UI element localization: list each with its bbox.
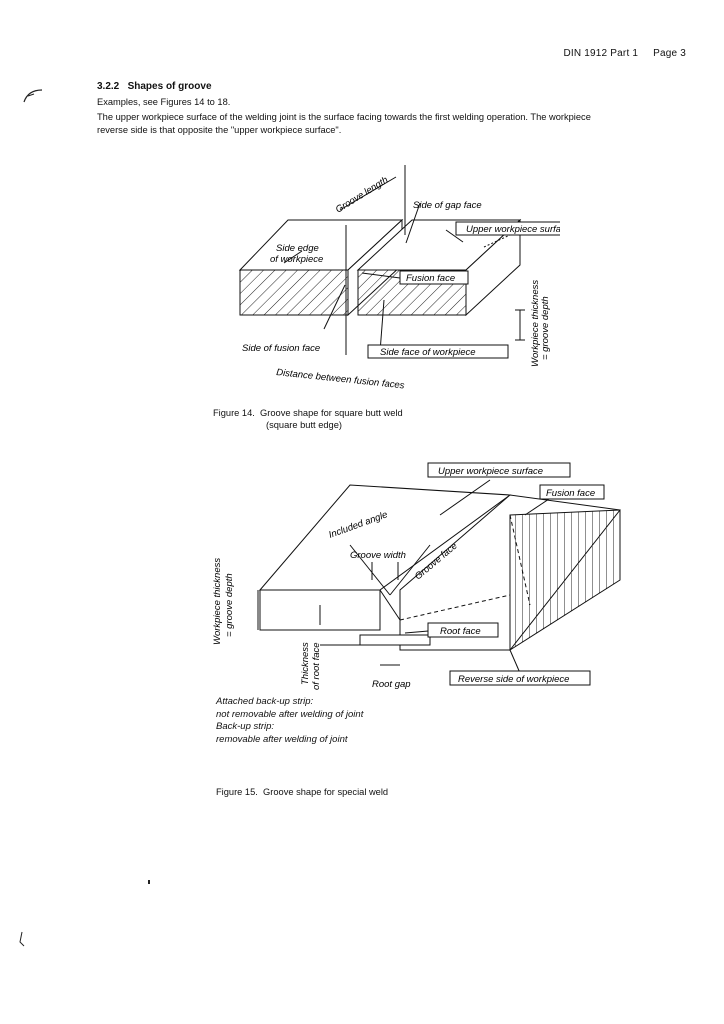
backup-note-line-1: Back-up strip:	[216, 721, 275, 732]
root-face-box	[427, 622, 499, 638]
figure-14-caption-line-1: Groove shape for square butt weld	[260, 408, 403, 418]
upper-surface-label-15: Upper workpiece surface	[438, 466, 543, 477]
stray-mark	[148, 880, 150, 884]
upper-surface-box-15	[427, 462, 571, 478]
figure-14-diagram: Groove length Side of gap face Upper wor…	[238, 165, 560, 391]
document-title: DIN 1912 Part 1	[563, 48, 639, 59]
section-title: Shapes of groove	[127, 81, 212, 92]
reverse-side-box	[449, 670, 591, 686]
examples-line: Examples, see Figures 14 to 18.	[97, 97, 231, 107]
upper-surface-box	[455, 221, 560, 236]
figure-15-caption-label: Figure 15.	[216, 787, 258, 797]
side-face-box	[367, 344, 509, 359]
backup-note-line-2: removable after welding of joint	[216, 733, 348, 745]
thickness-root-label-1: Thickness	[300, 642, 311, 685]
margin-mark-bottom	[19, 931, 25, 947]
fusion-face-box	[399, 270, 469, 285]
figure-14-caption: Figure 14. Groove shape for square butt …	[213, 407, 403, 419]
attached-note-line-1: Attached back-up strip:	[216, 696, 314, 707]
thickness-label-15-2: = groove depth	[224, 573, 235, 637]
margin-scribble-mark	[23, 89, 43, 103]
distance-between-label: Distance between fusion faces	[276, 367, 406, 391]
figure-15-caption: Figure 15. Groove shape for special weld	[216, 786, 388, 798]
figure-14-caption-line-2: (square butt edge)	[266, 420, 342, 430]
thickness-label-2: = groove depth	[540, 296, 551, 360]
section-heading: 3.2.2 Shapes of groove	[97, 81, 212, 92]
root-gap-label: Root gap	[372, 679, 411, 690]
reverse-side-label: Reverse side of workpiece	[458, 674, 569, 685]
side-of-gap-face-label: Side of gap face	[413, 200, 482, 211]
fusion-face-label: Fusion face	[406, 273, 455, 284]
section-number: 3.2.2	[97, 81, 120, 92]
figure-14-caption-label: Figure 14.	[213, 408, 255, 418]
fusion-face-label-15: Fusion face	[546, 488, 595, 499]
root-face-label: Root face	[440, 626, 481, 637]
side-edge-label-1: Side edge	[276, 243, 319, 254]
side-edge-label-2: of workpiece	[270, 254, 323, 265]
backup-strip-notes: Attached back-up strip: not removable af…	[216, 696, 363, 746]
thickness-label-1: Workpiece thickness	[530, 280, 541, 367]
thickness-root-label-2: of root face	[311, 642, 322, 690]
attached-note-line-2: not removable after welding of joint	[216, 708, 364, 720]
body-line-2: reverse side is that opposite the "upper…	[97, 125, 342, 135]
upper-surface-label: Upper workpiece surface	[466, 224, 560, 235]
thickness-label-15-1: Workpiece thickness	[212, 558, 223, 645]
side-face-label: Side face of workpiece	[380, 347, 476, 358]
figure-15-caption-text: Groove shape for special weld	[263, 787, 389, 797]
groove-length-label: Groove length	[334, 175, 390, 216]
body-line-1: The upper workpiece surface of the weldi…	[97, 112, 591, 122]
page-number: Page 3	[653, 48, 686, 59]
figure-15-diagram: Upper workpiece surface Fusion face Incl…	[212, 462, 621, 690]
groove-width-label: Groove width	[350, 550, 406, 561]
page-header: DIN 1912 Part 1 Page 3	[563, 48, 686, 59]
side-of-fusion-face-label: Side of fusion face	[242, 343, 320, 354]
fusion-face-box-15	[539, 484, 605, 500]
